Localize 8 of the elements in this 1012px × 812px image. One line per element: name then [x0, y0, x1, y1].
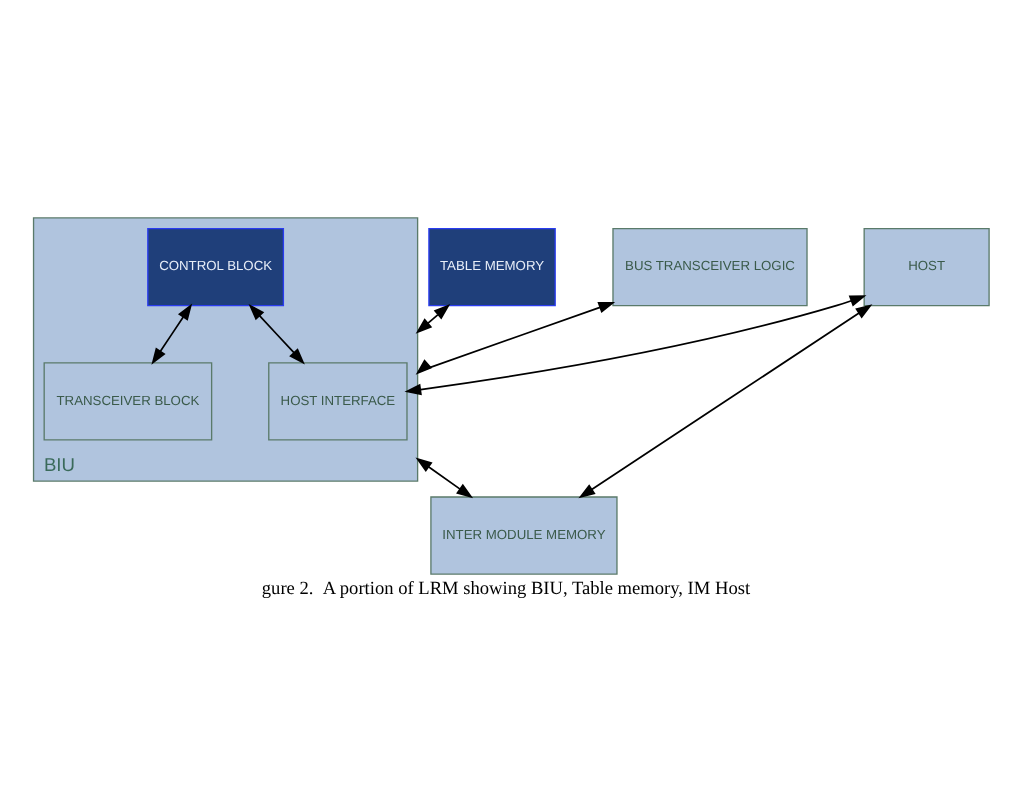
arrow: [415, 301, 616, 375]
arrow: [248, 303, 305, 365]
arrow: [404, 295, 867, 396]
arrow: [415, 457, 474, 499]
caption: gure 2. A portion of LRM showing BIU, Table memory, IM Host: [261, 580, 751, 601]
arrow: [415, 304, 451, 334]
arrow: [151, 303, 193, 365]
arrow: [578, 304, 873, 499]
